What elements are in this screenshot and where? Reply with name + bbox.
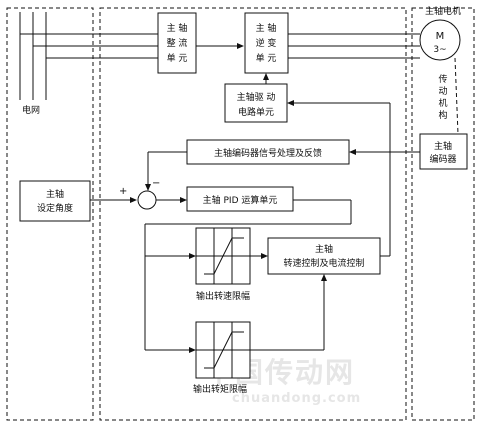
- inverter-label-2: 逆 变: [256, 37, 277, 49]
- inverter-label-1: 主 轴: [256, 22, 277, 34]
- pid-block: [186, 186, 294, 212]
- set-angle-label-2: 设定角度: [37, 202, 73, 214]
- encoder-block: [419, 133, 468, 170]
- speed-current-label-2: 转速控制及电流控制: [283, 257, 364, 269]
- feedback-arrow: [145, 184, 151, 191]
- grid-region: [6, 7, 94, 421]
- control-to-drive-arrow: [287, 100, 294, 106]
- encoder-processing-label: 主轴编码器信号处理及反馈: [214, 147, 322, 159]
- motor-sub: 3~: [433, 45, 446, 55]
- grid-power-lines: [19, 12, 47, 100]
- encoder-label-2: 编码器: [429, 153, 456, 165]
- transmission-1: 传: [438, 73, 447, 85]
- inverter-block: [244, 12, 289, 74]
- drive-circuit-label-2: 电路单元: [238, 106, 274, 118]
- torque-limit-label: 输出转矩限幅: [193, 383, 247, 395]
- transmission-3: 机: [438, 97, 447, 109]
- pid-output-path: [144, 199, 352, 351]
- inverter-label-3: 单 元: [256, 52, 277, 64]
- speed-to-control-arrow: [261, 253, 268, 259]
- sum-to-pid-arrow: [180, 197, 187, 203]
- rectifier-label-3: 单 元: [167, 52, 188, 64]
- speed-current-control-block: [267, 237, 381, 275]
- to-torque-limit-arrow: [189, 347, 196, 353]
- motor-symbol: M: [436, 31, 445, 42]
- drive-to-inverter-arrow: [263, 73, 269, 80]
- transmission-2: 动: [438, 86, 447, 97]
- sum-plus: +: [119, 186, 127, 197]
- drive-region: [99, 7, 407, 421]
- drive-circuit-block: [224, 83, 288, 123]
- summing-junction: [137, 190, 157, 210]
- motor-title: 主轴电机: [425, 5, 461, 17]
- motor-region: [411, 7, 475, 421]
- transmission-link: [454, 57, 459, 135]
- torque-to-control-arrow: [321, 274, 327, 281]
- sum-minus: −: [152, 178, 160, 189]
- motor-circle: [419, 19, 461, 61]
- set-angle-block: [19, 180, 91, 222]
- grid-label: 电网: [22, 104, 40, 116]
- set-angle-label-1: 主轴: [46, 188, 64, 200]
- drive-circuit-label-1: 主轴驱 动: [237, 91, 276, 103]
- speed-limit-curve: [204, 237, 244, 275]
- speed-current-label-1: 主轴: [315, 243, 333, 255]
- to-speed-limit-arrow: [189, 253, 196, 259]
- pid-label: 主轴 PID 运算单元: [203, 194, 278, 206]
- rectifier-block: [157, 12, 197, 74]
- torque-limit-curve: [204, 331, 244, 369]
- rectifier-label-1: 主 轴: [167, 22, 188, 34]
- rectifier-label-2: 整 流: [167, 37, 188, 49]
- encoder-label-1: 主轴: [434, 140, 452, 152]
- three-phase-lines: [20, 33, 420, 59]
- encoder-to-processing-arrow: [349, 149, 356, 155]
- set-angle-arrow: [130, 197, 137, 203]
- transmission-4: 构: [438, 109, 447, 121]
- speed-limit-label: 输出转速限幅: [196, 290, 250, 302]
- watermark-url: chuandong.com: [232, 391, 361, 406]
